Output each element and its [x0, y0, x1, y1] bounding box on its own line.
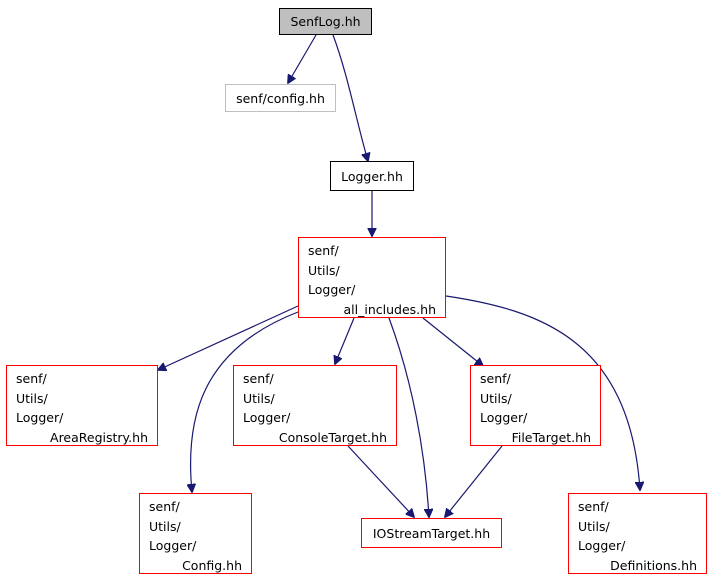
node-all-includes-line: senf/ [308, 243, 339, 258]
edge-senflog-to-logger [332, 34, 368, 161]
node-console-target-line: Logger/ [243, 410, 291, 425]
node-logger-config-line: senf/ [149, 499, 180, 514]
node-logger-config-line: Logger/ [149, 538, 197, 553]
node-senf-config[interactable]: senf/config.hh [225, 84, 336, 112]
node-logger-config[interactable]: senf/ Utils/ Logger/ Config.hh [139, 493, 252, 574]
node-logger-config-line: Config.hh [182, 557, 242, 573]
node-all-includes-line: Logger/ [308, 282, 356, 297]
edge-console-target-to-iostream-target [347, 445, 414, 517]
node-console-target-line: ConsoleTarget.hh [278, 429, 387, 445]
edge-all-includes-to-definitions [445, 295, 640, 490]
node-file-target-line: FileTarget.hh [511, 429, 591, 445]
node-area-registry[interactable]: senf/ Utils/ Logger/ AreaRegistry.hh [6, 365, 158, 446]
edge-senflog-to-config [288, 34, 317, 83]
node-logger[interactable]: Logger.hh [330, 161, 414, 191]
edge-all-includes-to-iostream-target [388, 317, 429, 517]
node-area-registry-line: senf/ [16, 371, 47, 386]
edge-all-includes-to-area-registry [158, 305, 299, 370]
node-all-includes-line: Utils/ [308, 262, 340, 278]
node-file-target-line: Utils/ [480, 390, 512, 406]
node-iostream-target[interactable]: IOStreamTarget.hh [361, 518, 502, 548]
node-area-registry-line: AreaRegistry.hh [50, 429, 148, 445]
node-file-target-line: Logger/ [480, 410, 528, 425]
edge-all-includes-to-config [191, 311, 299, 492]
node-definitions-line: Logger/ [578, 538, 626, 553]
node-area-registry-line: Logger/ [16, 410, 64, 425]
edge-all-includes-to-console-target [335, 317, 355, 364]
node-area-registry-line: Utils/ [16, 390, 48, 406]
node-console-target-line: Utils/ [243, 390, 275, 406]
node-definitions[interactable]: senf/ Utils/ Logger/ Definitions.hh [568, 493, 707, 574]
edge-all-includes-to-file-target [422, 317, 483, 366]
edge-file-target-to-iostream-target [445, 445, 503, 517]
node-logger-config-line: Utils/ [149, 518, 181, 534]
node-file-target[interactable]: senf/ Utils/ Logger/ FileTarget.hh [470, 365, 601, 446]
node-definitions-line: senf/ [578, 499, 609, 514]
node-all-includes[interactable]: senf/ Utils/ Logger/ all_includes.hh [298, 237, 446, 318]
node-console-target[interactable]: senf/ Utils/ Logger/ ConsoleTarget.hh [233, 365, 397, 446]
node-all-includes-line: all_includes.hh [343, 301, 436, 317]
node-file-target-line: senf/ [480, 371, 511, 386]
node-definitions-line: Utils/ [578, 518, 610, 534]
node-console-target-line: senf/ [243, 371, 274, 386]
node-definitions-line: Definitions.hh [610, 557, 697, 573]
node-senflog[interactable]: SenfLog.hh [279, 8, 372, 35]
